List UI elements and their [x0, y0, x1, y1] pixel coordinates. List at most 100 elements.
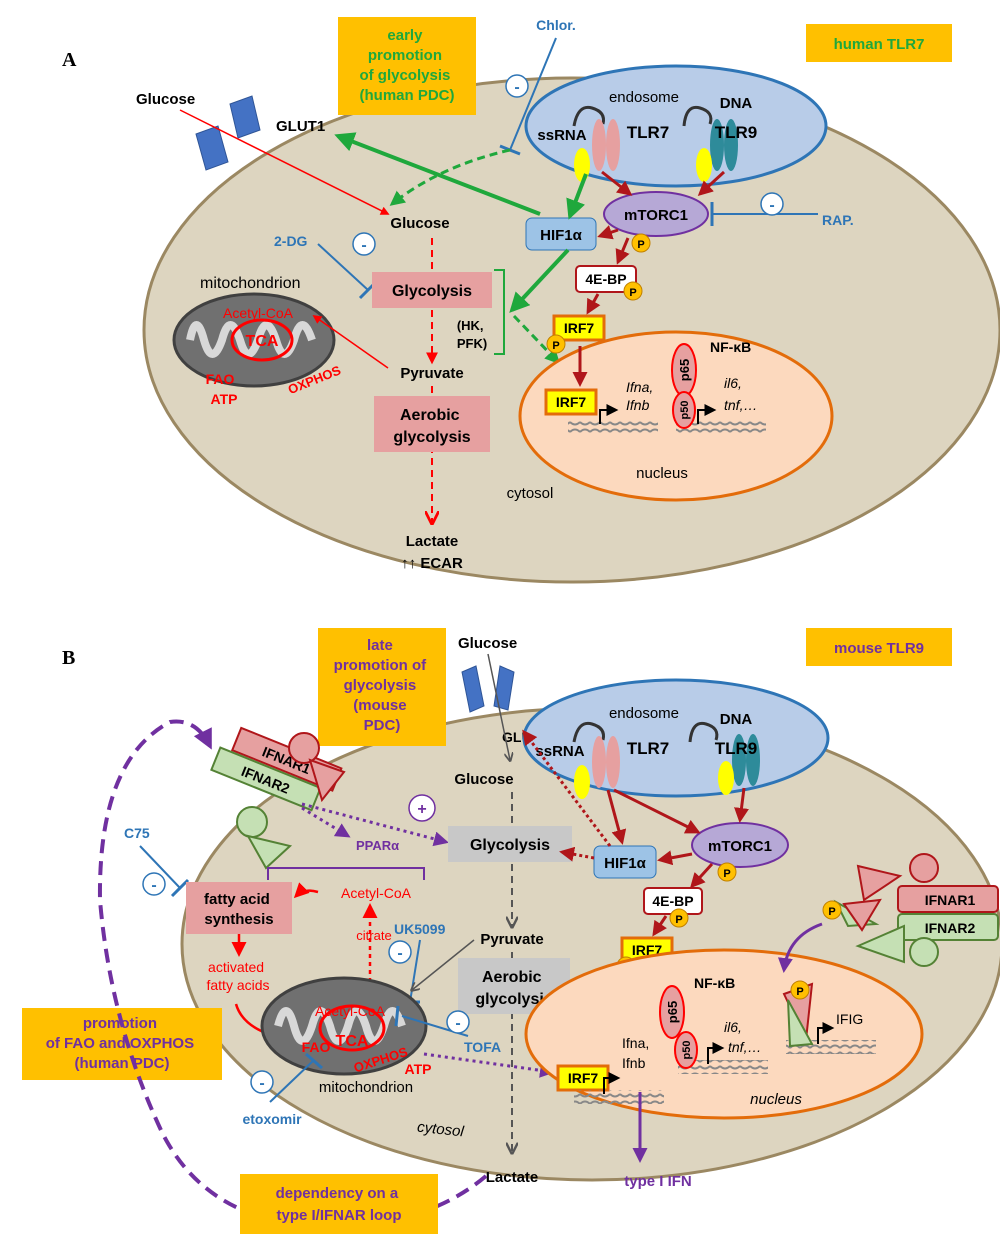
svg-text:+: +: [417, 801, 426, 818]
tlr7-to-mtorc1-arrow: [601, 170, 633, 196]
ifig-label: IFIG: [836, 1011, 863, 1027]
nfkb-label-a: NF-κB: [710, 339, 751, 355]
tnf-label-a: tnf,…: [724, 397, 757, 413]
atp-label-b: ATP: [405, 1061, 432, 1077]
dna-label-a: DNA: [720, 95, 753, 112]
chlor-label: Chlor.: [536, 17, 576, 33]
dependency-text: dependency on a type I/IFNAR loop: [276, 1185, 403, 1224]
tlr9-receptor-left-a: [710, 119, 724, 171]
svg-text:-: -: [361, 237, 366, 254]
glut1-transporter-top-a: [229, 95, 261, 139]
glycolysis-label-a: Glycolysis: [392, 283, 472, 300]
uk5099-minus-circle: [388, 940, 412, 964]
svg-text:P: P: [723, 868, 730, 880]
mitochondrion-label-b: mitochondrion: [319, 1079, 413, 1096]
aerobic-glycolysis-label-a: Aerobic glycolysis: [393, 407, 470, 446]
aerobic-glycolysis-label-b: Aerobic glycolysis: [475, 969, 552, 1008]
dna-helix-1-b: [574, 1090, 664, 1104]
4ebp-box-a: [575, 265, 637, 293]
svg-text:P: P: [796, 986, 803, 998]
glycolysis-box-b: [448, 826, 572, 862]
ifnar2-box-left: [210, 746, 322, 812]
tlr7-receptor-left-a: [592, 119, 606, 171]
acetylcoa-top-label: Acetyl-CoA: [341, 885, 412, 901]
mtorc1-to-hif1a-arrow-b: [657, 850, 693, 866]
dependency-box: [240, 1174, 438, 1234]
p-circle-4ebp-b: [669, 908, 689, 928]
panel-b-letter: B: [62, 647, 75, 669]
species-label-box-b: [806, 628, 952, 666]
species-label-box-a: [806, 24, 952, 62]
aerobic-glycolysis-box-a: [374, 396, 490, 452]
p65-b: [659, 985, 685, 1039]
tlr7-label-a: TLR7: [627, 123, 670, 142]
activated-fa-label: activated fatty acids: [206, 959, 269, 993]
ppara-label: PPARα: [356, 838, 399, 853]
svg-text:IFNAR2: IFNAR2: [925, 920, 976, 936]
tca-cycle-b: [318, 1004, 386, 1052]
tofa-minus-circle: [446, 1010, 470, 1034]
svg-text:-: -: [455, 1015, 460, 1032]
irf7-label-cyto-a: IRF7: [564, 320, 595, 336]
fao-label-a: FAO: [206, 371, 235, 387]
adaptor-yellow-tlr9-b: [718, 761, 734, 795]
ssrna-label-a: ssRNA: [537, 127, 586, 144]
glycolysis-box-a: [372, 272, 492, 308]
hif1a-to-glut1-arrow: [334, 132, 541, 216]
lactate-label-a: Lactate: [406, 533, 459, 550]
mitochondrion-label-a: mitochondrion: [200, 275, 301, 292]
transcription-start-1-a: [599, 404, 619, 424]
glycolysis-label-b: Glycolysis: [470, 837, 550, 854]
hif1a-box-b: [593, 845, 657, 879]
panel-a: A human TLR7 early promotion of glycolys…: [62, 17, 1000, 584]
pyruvate-label-b: Pyruvate: [480, 931, 543, 948]
hif1a-box-a: [525, 217, 597, 251]
tlr9-label-a: TLR9: [715, 123, 758, 142]
ifnar2-box-right: [897, 913, 999, 941]
svg-text:p65: p65: [677, 359, 692, 381]
fao-label-b: FAO: [302, 1039, 331, 1055]
nucleus-b: [524, 948, 924, 1120]
dna-label-b: DNA: [720, 711, 753, 728]
rap-label: RAP.: [822, 212, 854, 228]
tlr9-label-b: TLR9: [715, 739, 758, 758]
nucleus-label-a: nucleus: [636, 465, 688, 482]
svg-text:-: -: [397, 945, 402, 962]
tca-label-b: TCA: [336, 1033, 369, 1050]
early-promotion-box: [338, 17, 476, 115]
type1-ifn-label: type I IFN: [624, 1173, 692, 1190]
hk-pfk-label: (HK, PFK): [457, 318, 487, 351]
pyruvate-label-a: Pyruvate: [400, 365, 463, 382]
svg-text:-: -: [151, 877, 156, 894]
mtorc1-b: [691, 822, 789, 868]
chlor-minus-circle: [505, 74, 529, 98]
svg-text:-: -: [769, 197, 774, 214]
late-promotion-text: late promotion of glycolysis (mouse PDC): [334, 637, 431, 734]
acetylcoa-mito-label: Acetyl-CoA: [315, 1003, 386, 1019]
species-label-a: human TLR7: [834, 36, 925, 53]
ifnar2-triangle-right: [855, 924, 905, 964]
endosome-a: [524, 64, 828, 188]
ifnar-left-complex: IFNAR1 IFNAR2: [210, 726, 343, 812]
il6-label-b: il6,: [724, 1019, 742, 1035]
4ebp-label-b: 4E-BP: [652, 893, 693, 909]
rap-minus-circle: [760, 192, 784, 216]
tlr7-label-b: TLR7: [627, 739, 670, 758]
panel-b: B mouse TLR9 late promotion of glycolysi…: [22, 628, 1000, 1234]
late-promotion-box: [318, 628, 446, 746]
svg-text:p50: p50: [679, 401, 691, 420]
glucose-inside-b: Glucose: [454, 771, 513, 788]
atp-label-a: ATP: [211, 391, 238, 407]
endosome-label-a: endosome: [609, 89, 679, 106]
glut1-transporter-right-b: [493, 665, 515, 711]
tlr7-receptor-right-b: [606, 736, 620, 788]
tofa-label: TOFA: [464, 1039, 501, 1055]
tlr7-receptor-right-a: [606, 119, 620, 171]
early-promotion-text: early promotion of glycolysis (human PDC…: [359, 27, 454, 104]
fas-label: fatty acid synthesis: [204, 891, 274, 928]
tlr7-to-mtorc1-arrow-b: [613, 788, 701, 834]
adaptor-yellow-a: [574, 148, 590, 182]
p-circle-irf7-a: [546, 334, 566, 354]
tnf-label-b: tnf,…: [728, 1039, 761, 1055]
tlr9-receptor-right-b: [746, 734, 760, 786]
